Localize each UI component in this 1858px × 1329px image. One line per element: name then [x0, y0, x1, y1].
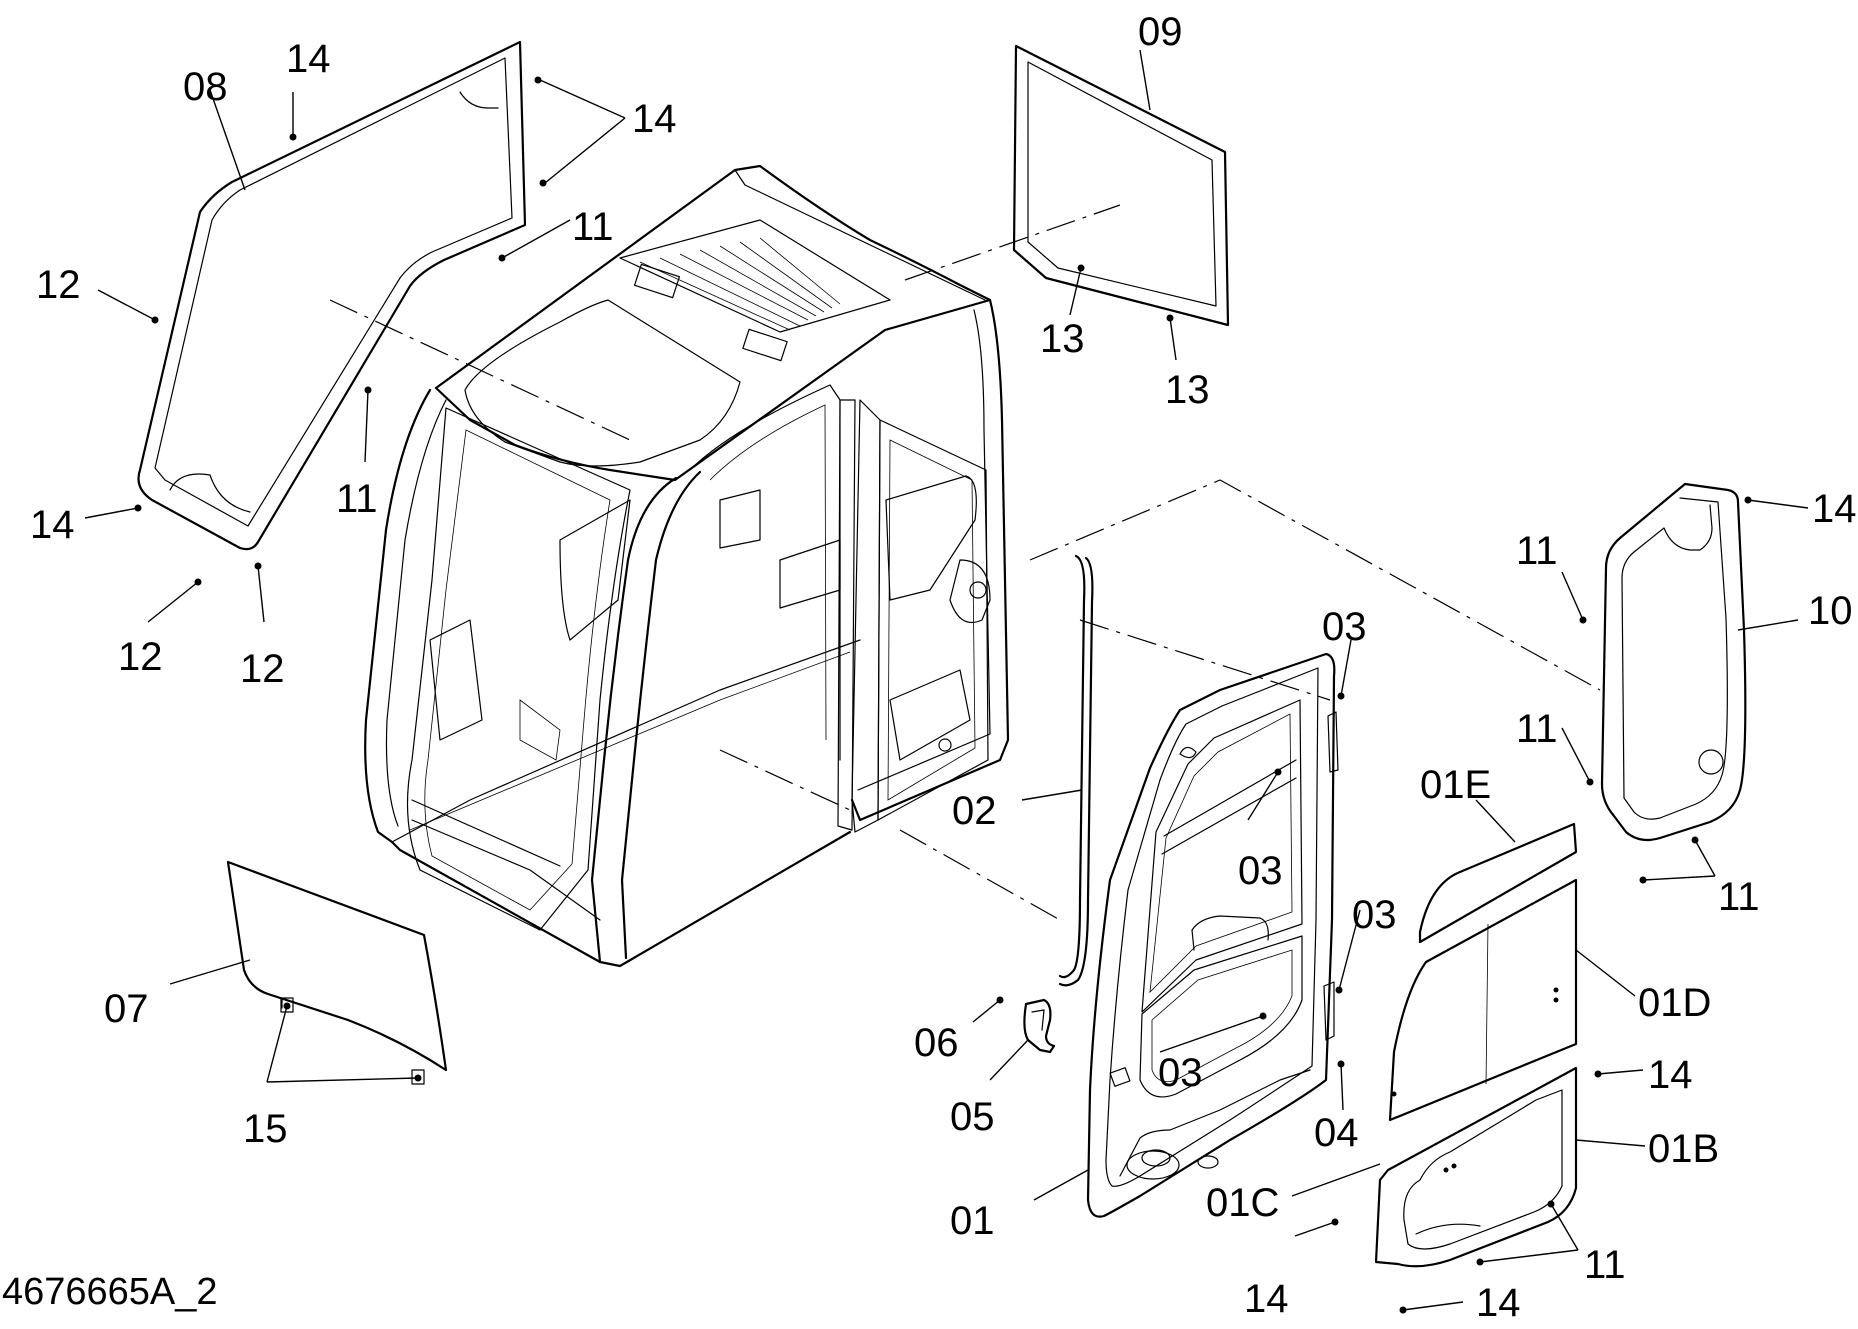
callout-14: 14 — [632, 97, 677, 141]
callout-labels: 08 14 14 11 12 11 14 12 12 09 13 13 14 1… — [30, 10, 1857, 1325]
door-glass-01D — [1388, 878, 1578, 1122]
callout-11: 11 — [1718, 875, 1760, 919]
drawing-code: 4676665A_2 — [2, 1271, 218, 1313]
callout-13: 13 — [1165, 368, 1210, 412]
roof-window-09 — [1012, 44, 1230, 327]
callout-03: 03 — [1322, 605, 1367, 649]
lower-front-window-07 — [226, 860, 448, 1085]
callout-01C: 01C — [1206, 1181, 1279, 1225]
callout-01E: 01E — [1420, 763, 1491, 807]
callout-03: 03 — [1158, 1051, 1203, 1095]
callout-02: 02 — [952, 789, 997, 833]
callout-06: 06 — [914, 1021, 959, 1065]
callout-14: 14 — [30, 503, 75, 547]
door-glass-01B-01C — [1331, 1066, 1602, 1314]
callout-08: 08 — [183, 65, 228, 109]
callout-14: 14 — [1648, 1053, 1693, 1097]
callout-03: 03 — [1352, 893, 1397, 937]
door-glass-01E — [1418, 822, 1578, 944]
callout-01D: 01D — [1638, 981, 1711, 1025]
callout-10: 10 — [1808, 589, 1853, 633]
door-seal-02 — [1058, 554, 1094, 987]
callout-14: 14 — [1812, 487, 1857, 531]
callout-12: 12 — [240, 647, 285, 691]
callout-14: 14 — [1476, 1281, 1521, 1325]
callout-12: 12 — [118, 635, 163, 679]
callout-13: 13 — [1040, 317, 1085, 361]
callout-14: 14 — [286, 37, 331, 81]
front-upper-window-08 — [134, 40, 547, 586]
callout-15: 15 — [243, 1107, 288, 1151]
callout-11: 11 — [1584, 1243, 1626, 1287]
callout-05: 05 — [950, 1095, 995, 1139]
leader-lines — [84, 49, 1809, 1311]
callout-11: 11 — [1516, 529, 1558, 573]
assembly-centerlines — [329, 204, 1601, 921]
callout-01: 01 — [950, 1199, 995, 1243]
cab-frame — [364, 164, 1010, 968]
rear-side-window-10 — [1579, 482, 1752, 884]
callout-11: 11 — [1516, 707, 1558, 751]
callout-11: 11 — [336, 477, 378, 521]
callout-09: 09 — [1138, 10, 1183, 54]
door-assembly-01 — [1086, 652, 1345, 1218]
callout-03: 03 — [1238, 849, 1283, 893]
callout-04: 04 — [1314, 1111, 1359, 1155]
callout-14: 14 — [1244, 1277, 1289, 1321]
callout-07: 07 — [104, 987, 149, 1031]
callout-12: 12 — [36, 263, 81, 307]
callout-01B: 01B — [1648, 1127, 1719, 1171]
callout-11: 11 — [572, 205, 614, 249]
